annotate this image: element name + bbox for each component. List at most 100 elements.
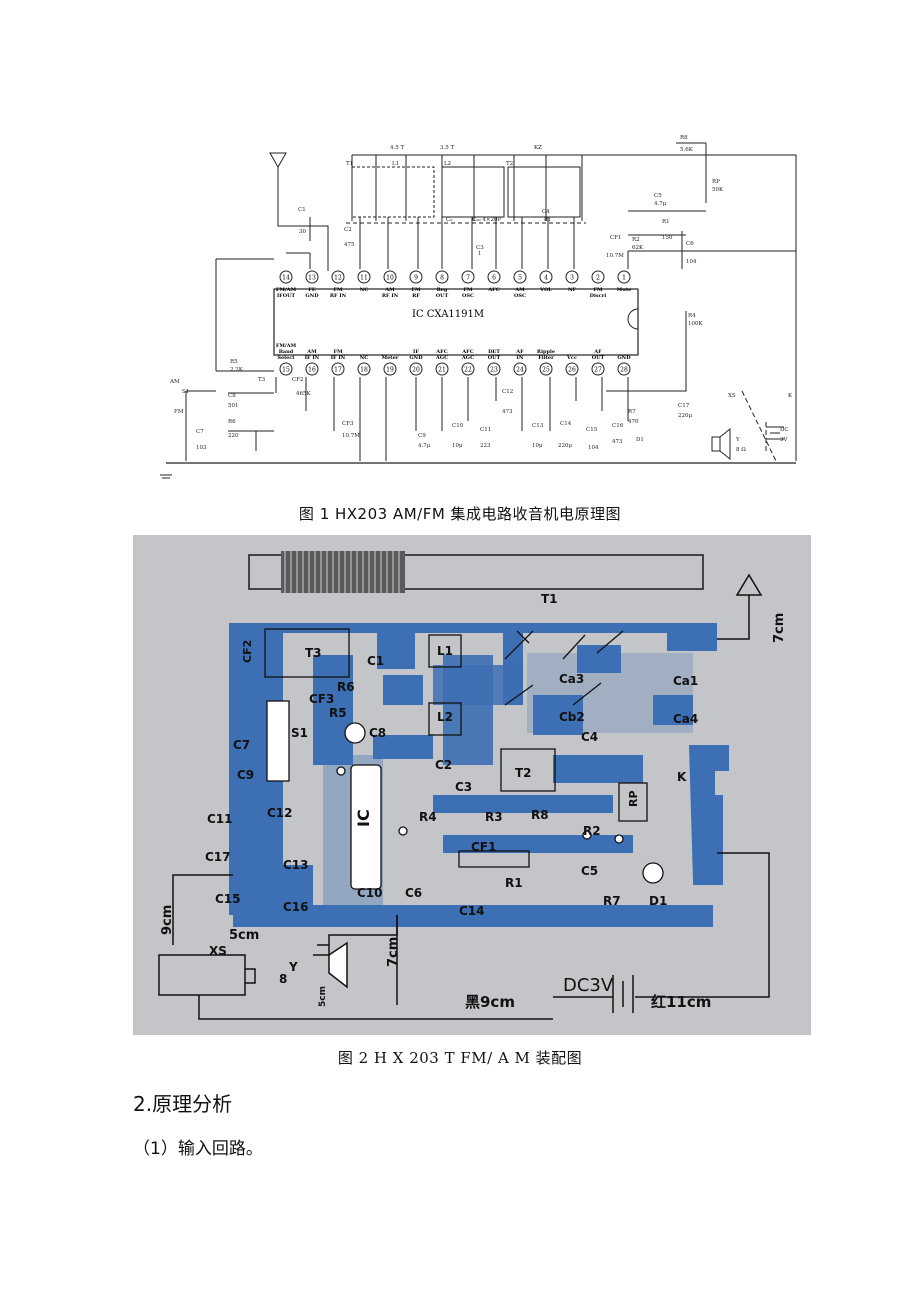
ic-pin bbox=[409, 362, 423, 376]
pcb-label-c14: C14 bbox=[459, 904, 485, 918]
label-r6-value: 220 bbox=[228, 433, 239, 439]
label-t1: T1 bbox=[346, 161, 353, 167]
pcb-label-c7: C7 bbox=[233, 738, 250, 752]
label-y: Y bbox=[735, 437, 740, 443]
pcb-label-red-lead: 红11cm bbox=[651, 993, 711, 1011]
ic-pin-label: NC bbox=[360, 355, 369, 361]
label-r2-value: 62K bbox=[632, 245, 644, 251]
ic-pin-number: 1 bbox=[622, 275, 626, 282]
label-xs: XS bbox=[728, 393, 736, 399]
ic-pin-label: RF IN bbox=[382, 293, 399, 299]
ic-pin-label: Band bbox=[279, 349, 294, 355]
ic-pin-number: 2 bbox=[596, 275, 600, 282]
pcb-label-c1: C1 bbox=[367, 654, 384, 668]
ic-pin-number: 13 bbox=[308, 275, 316, 282]
ic-pin bbox=[305, 362, 319, 376]
ic-pin-number: 20 bbox=[412, 367, 420, 374]
ic-pin-label: RF IN bbox=[330, 293, 347, 299]
label-k: K bbox=[788, 393, 793, 399]
pcb-label-cb2: Cb2 bbox=[559, 710, 585, 724]
ic-pin bbox=[487, 362, 501, 376]
label-c3: C3 bbox=[476, 245, 484, 251]
label-c8-value: 501 bbox=[228, 403, 239, 409]
pcb-label-cf1: CF1 bbox=[471, 840, 496, 854]
label-c10-value: 10μ bbox=[452, 443, 463, 449]
ic-pin bbox=[435, 362, 449, 376]
pcb-label-c3: C3 bbox=[455, 780, 472, 794]
ic-pin-number: 22 bbox=[464, 367, 472, 374]
ic-pin-number: 6 bbox=[492, 275, 496, 282]
pcb-label-c10: C10 bbox=[357, 886, 383, 900]
ic-pin-label: FM/AM bbox=[276, 343, 297, 349]
pcb-labels: T1 7cm CF2 T3 C1 L1 L2 CF3 R6 R5 C8 S1 C… bbox=[160, 592, 787, 1011]
ic-pin bbox=[487, 270, 501, 284]
ic-pin-label: IF IN bbox=[331, 355, 346, 361]
label-r5: R5 bbox=[230, 359, 238, 365]
label-c12-value: 473 bbox=[502, 409, 513, 415]
label-r8-value: 5.6K bbox=[680, 147, 694, 153]
label-r1: R1 bbox=[662, 219, 670, 225]
label-r4-value: 100K bbox=[688, 321, 703, 327]
label-c6: C6 bbox=[686, 241, 694, 247]
label-r7: R7 bbox=[628, 409, 636, 415]
label-c17: C17 bbox=[678, 403, 690, 409]
label-r1-value: 150 bbox=[662, 235, 673, 241]
label-cf2-value: 465K bbox=[296, 391, 311, 397]
label-r6: R6 bbox=[228, 419, 236, 425]
ic-pin bbox=[383, 270, 397, 284]
ic-pin-label: IFOUT bbox=[277, 293, 296, 299]
ic-pin-number: 26 bbox=[568, 367, 576, 374]
ic-pin-label: Reg bbox=[437, 287, 448, 293]
label-cf3: CF3 bbox=[342, 421, 354, 427]
ic-pin bbox=[305, 270, 319, 284]
ic-pin-number: 9 bbox=[414, 275, 418, 282]
label-c13: C13 bbox=[532, 423, 544, 429]
ic-pin-label: OUT bbox=[436, 293, 449, 299]
pcb-label-5cm-top: 5cm bbox=[229, 928, 259, 943]
pcb-label-y8: 8 bbox=[279, 972, 287, 986]
pcb-label-c9: C9 bbox=[237, 768, 254, 782]
pcb-label-cf2: CF2 bbox=[241, 640, 254, 663]
ic-pin bbox=[513, 362, 527, 376]
label-c14-value: 220μ bbox=[558, 443, 572, 449]
ic-pin-label: AGC bbox=[461, 355, 474, 361]
pcb-label-r8: R8 bbox=[531, 808, 549, 822]
label-4-5t: 4.5 T bbox=[390, 145, 404, 151]
label-c17-value: 220μ bbox=[678, 413, 692, 419]
pcb-label-c13: C13 bbox=[283, 858, 309, 872]
label-c11: C11 bbox=[480, 427, 491, 433]
label-cf1: CF1 bbox=[610, 235, 622, 241]
ic-pin-number: 28 bbox=[620, 367, 628, 374]
label-c4-value: 81 bbox=[544, 217, 551, 223]
pcb-label-c5: C5 bbox=[581, 864, 598, 878]
ic-pin-label: GND bbox=[617, 355, 631, 361]
label-c16-value: 473 bbox=[612, 439, 623, 445]
ic-pin-number: 16 bbox=[308, 367, 316, 374]
pcb-label-c15: C15 bbox=[215, 892, 241, 906]
label-c9: C9 bbox=[418, 433, 426, 439]
pcb-label-9cm: 9cm bbox=[160, 905, 175, 935]
label-3-5t: 3.5 T bbox=[440, 145, 454, 151]
ic-pin-label: AM bbox=[514, 287, 525, 293]
ic-pin-label: AF bbox=[593, 349, 602, 355]
ic-pin bbox=[435, 270, 449, 284]
ic-pin bbox=[591, 270, 605, 284]
ic-pin-label: OUT bbox=[488, 355, 501, 361]
ic-pin-label: RF bbox=[412, 293, 420, 299]
label-c13-value: 10μ bbox=[532, 443, 543, 449]
ic-pin bbox=[539, 270, 553, 284]
ic-pin-number: 5 bbox=[518, 275, 522, 282]
ic-pin-label: OSC bbox=[462, 293, 474, 299]
ic-pin-label: FM bbox=[463, 287, 473, 293]
subheading: （1）输入回路。 bbox=[133, 1139, 263, 1159]
ic-pin-label: OUT bbox=[592, 355, 605, 361]
ic-pin-label: AGC bbox=[435, 355, 448, 361]
ic-pin bbox=[331, 270, 345, 284]
label-c1-value: 30 bbox=[299, 229, 306, 235]
ic-pin-label: AM bbox=[384, 287, 395, 293]
ic-pin-label: FM bbox=[593, 287, 603, 293]
label-cbo: C₀₀ 4×20P bbox=[472, 217, 501, 223]
ic-pin-label: VOL bbox=[539, 287, 552, 293]
